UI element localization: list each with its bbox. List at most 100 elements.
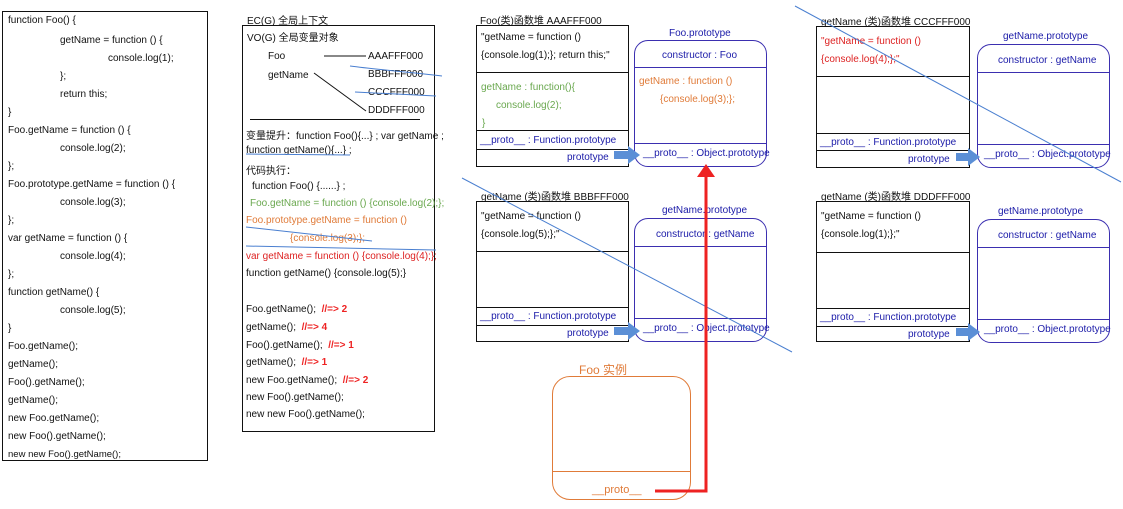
vo-title: VO(G) 全局变量对象 [247,33,339,44]
call-code: new Foo.getName(); [246,375,338,386]
pointer-getname-ddd [313,72,367,112]
exec-line-5: var getName = function () {console.log(4… [246,251,437,262]
code-line: Foo.getName(); [8,341,79,352]
call-line: new Foo().getName(); [246,392,344,403]
ccc-heap-divider [817,76,969,77]
call-result: //=> 1 [328,340,354,351]
ddd-heap-divider [817,252,969,253]
code-line: } [8,323,12,334]
foo-instance-box [552,376,691,500]
exec-line-2: Foo.getName = function () {console.log(2… [250,198,445,209]
code-line: console.log(4); [60,251,126,262]
bbb-heap-divider [477,325,628,326]
bbb-heap-title: getName (类)函数堆 BBBFFF000 [481,192,629,203]
address-aaa: AAAFFF000 [368,51,424,62]
strike-hoist [245,153,351,156]
exec-title: 代码执行： [246,166,296,177]
ddd-heap-divider [817,308,969,309]
arrow-instance-proto [655,176,708,493]
ccc-prototype-divider [978,144,1109,145]
arrow-bbb-prototype [614,322,640,340]
code-line: function getName() { [8,287,100,298]
call-code: Foo.getName(); [246,304,317,315]
code-line: getName(); [8,395,59,406]
code-line: console.log(5); [60,305,126,316]
address-bbb: BBBFFF000 [368,69,424,80]
code-line: console.log(1); [108,53,174,64]
foo-heap-code-2: {console.log(1);}; return this;" [481,50,610,61]
ccc-heap-code-2: {console.log(4);};" [821,54,900,65]
exec-line-4: {console.log(3);}; [290,233,366,244]
foo-heap-title: Foo(类)函数堆 AAAFFF000 [480,16,602,27]
ddd-heap-code-1: "getName = function () [821,211,921,222]
hoist-line-2: function getName(){...} ; [246,145,352,156]
ddd-prototype-constructor: constructor : getName [998,230,1097,241]
arrow-ddd-prototype [956,323,980,341]
code-line: new Foo().getName(); [8,431,106,442]
code-line: getName(); [8,359,59,370]
ccc-prototype-divider [978,72,1109,73]
foo-heap-prop-3: } [482,118,486,129]
ccc-prototype-title: getName.prototype [1003,31,1089,42]
var-foo: Foo [268,51,286,62]
hoist-line-1: 变量提升：function Foo(){...} ; var getName ; [246,131,444,142]
bbb-heap-divider [477,307,628,308]
call-line: Foo().getName(); //=> 1 [246,340,354,351]
ddd-prototype-box [977,219,1110,343]
ec-title: EC(G) 全局上下文 [247,16,329,27]
call-line: Foo.getName(); //=> 2 [246,304,347,315]
ddd-heap-prototype: prototype [908,329,950,340]
code-line: }; [8,269,15,280]
arrow-ccc-prototype [956,148,980,166]
call-code: new new Foo().getName(); [246,409,365,420]
arrow-foo-prototype [614,146,640,164]
call-code: Foo().getName(); [246,340,323,351]
call-line: getName(); //=> 4 [246,322,327,333]
ddd-heap-title: getName (类)函数堆 DDDFFF000 [821,192,971,203]
ddd-heap-code-2: {console.log(1);};" [821,229,900,240]
bbb-heap-prototype: prototype [567,328,609,339]
foo-instance-proto: __proto__ [592,484,642,496]
call-line: new new Foo().getName(); [246,409,365,420]
strike-bbb [349,65,443,77]
foo-prototype-divider [635,67,766,68]
foo-heap-prototype: prototype [567,152,609,163]
foo-prototype-title: Foo.prototype [669,28,731,39]
call-result: //=> 2 [342,375,369,386]
code-line: } [8,107,12,118]
call-line: new Foo.getName(); //=> 2 [246,375,368,386]
source-code-panel [2,11,208,461]
code-line: return this; [60,89,108,100]
foo-heap-divider [477,72,628,73]
call-code: new Foo().getName(); [246,392,344,403]
bbb-prototype-box [634,218,767,342]
bbb-heap-code-2: {console.log(5);};" [481,229,560,240]
foo-instance-title: Foo 实例 [579,363,628,377]
code-line: new new Foo().getName(); [8,449,121,460]
exec-line-6: function getName() {console.log(5);} [246,268,407,279]
call-result: //=> 1 [301,357,328,368]
exec-line-1: function Foo() {......} ; [252,181,346,192]
cross-ccc-heap [794,5,1122,183]
ddd-heap-divider [817,326,969,327]
code-line: getName = function () { [60,35,163,46]
call-code: getName(); [246,357,297,368]
ddd-prototype-divider [978,247,1109,248]
ccc-heap-proto: __proto__ : Function.prototype [820,137,957,148]
ddd-heap-proto: __proto__ : Function.prototype [820,312,957,323]
ccc-heap-divider [817,150,969,151]
bbb-prototype-divider [635,246,766,247]
foo-heap-prop-1: getName : function(){ [481,82,575,93]
strike-ccc [354,91,437,97]
code-line: }; [8,215,15,226]
code-line: console.log(2); [60,143,126,154]
ddd-prototype-divider [978,319,1109,320]
ccc-heap-prototype: prototype [908,154,950,165]
ccc-prototype-box [977,44,1110,168]
foo-heap-prop-2: console.log(2); [496,100,562,111]
ccc-prototype-constructor: constructor : getName [998,55,1097,66]
foo-prototype-box [634,40,767,167]
var-getname: getName [268,70,309,81]
foo-heap-proto: __proto__ : Function.prototype [480,135,617,146]
